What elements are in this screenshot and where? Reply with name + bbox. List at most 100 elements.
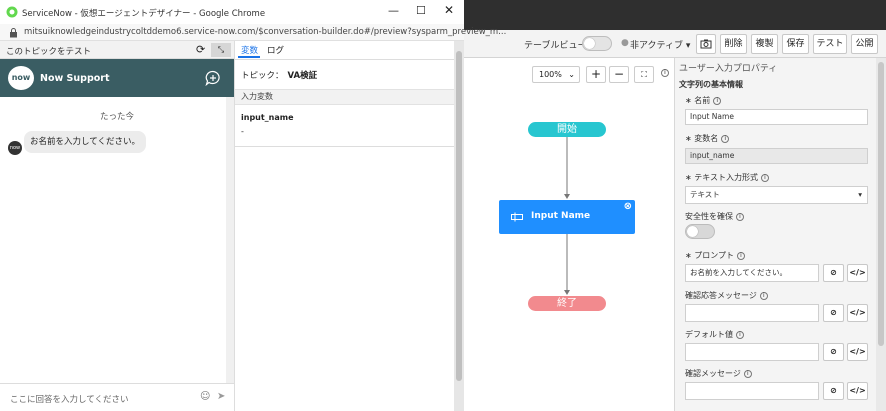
code-icon: </>: [849, 268, 866, 277]
publish-button[interactable]: 公開: [851, 34, 878, 54]
variable-value: -: [241, 127, 244, 136]
properties-section-title: 文字列の基本情報: [679, 80, 743, 89]
message-timestamp: たった今: [99, 112, 134, 122]
url-text: mitsuiknowledgeindustrycoltddemo6.servic…: [24, 27, 507, 37]
address-bar[interactable]: mitsuiknowledgeindustrycoltddemo6.servic…: [0, 24, 506, 41]
zoom-out-button[interactable]: −: [609, 66, 629, 83]
close-icon[interactable]: ⊗: [623, 201, 632, 212]
screenshot-button[interactable]: [696, 34, 716, 54]
info-icon[interactable]: i: [658, 68, 669, 78]
confirm-response-field[interactable]: [685, 304, 819, 322]
copy-button[interactable]: 複製: [751, 34, 778, 54]
default-code-button[interactable]: </>: [847, 343, 868, 361]
window-titlebar: ServiceNow - 仮想エージェントデザイナー - Google Chro…: [0, 0, 464, 24]
info-icon: i: [759, 291, 768, 300]
window-close-icon[interactable]: ✕: [444, 3, 455, 17]
table-view-toggle[interactable]: [582, 36, 612, 51]
tab-variables[interactable]: 変数: [241, 46, 259, 56]
chevron-down-icon: ⌄: [568, 70, 575, 79]
properties-title: ユーザー入力プロパティ: [679, 64, 778, 74]
input-name-node[interactable]: Input Name ⊗: [499, 200, 635, 234]
properties-scrollbar[interactable]: [876, 58, 886, 411]
pill-icon: ⊘: [830, 386, 837, 395]
zoom-in-button[interactable]: +: [586, 66, 606, 83]
input-node-label: Input Name: [531, 211, 591, 221]
pill-icon: ⊘: [830, 347, 837, 356]
tab-log[interactable]: ログ: [267, 46, 285, 56]
info-icon: i: [713, 96, 722, 105]
status-dropdown[interactable]: 非アクティブ ▾: [630, 41, 691, 51]
input-variables-section: 入力変数: [235, 89, 455, 105]
status-label: 非アクティブ: [630, 41, 684, 51]
info-icon: i: [736, 330, 744, 339]
fit-button[interactable]: ⛶: [634, 66, 654, 83]
confirm-response-code-button[interactable]: </>: [847, 304, 868, 322]
default-field[interactable]: [685, 343, 819, 361]
prompt-code-button[interactable]: </>: [847, 264, 868, 282]
prompt-field[interactable]: お名前を入力してください。: [685, 264, 819, 282]
fit-screen-icon: ⛶: [641, 70, 647, 79]
info-icon: i: [743, 369, 752, 378]
variables-panel: 変数 ログ トピック：VA検証 入力変数 input_name -: [234, 41, 455, 411]
confirm-field[interactable]: [685, 382, 819, 400]
maximize-icon[interactable]: ☐: [416, 4, 426, 17]
collapse-icon[interactable]: ⤡: [211, 43, 231, 57]
servicenow-favicon-icon: [6, 6, 18, 18]
name-field[interactable]: Input Name: [685, 109, 868, 125]
chat-scrollbar[interactable]: [226, 97, 234, 383]
minus-icon: −: [613, 67, 625, 81]
zoom-value: 100%: [539, 70, 562, 79]
chat-input[interactable]: ここに回答を入力してください ☺ ➤: [0, 383, 234, 411]
refresh-icon[interactable]: ⟳: [196, 43, 206, 56]
test-button[interactable]: テスト: [813, 34, 847, 54]
designer-toolbar: テーブルビュー ● 非アクティブ ▾ 削除 複製 保存 テスト 公開: [464, 30, 886, 58]
variable-name: input_name: [241, 113, 294, 122]
confirm-code-button[interactable]: </>: [847, 382, 868, 400]
end-node[interactable]: 終了: [528, 296, 606, 311]
lock-icon: [10, 28, 17, 38]
start-node[interactable]: 開始: [528, 122, 606, 137]
bot-message: お名前を入力してください。: [24, 131, 146, 153]
flow-canvas[interactable]: 100% ⌄ + − ⛶ i 開始 Input Name ⊗ 終了: [464, 58, 674, 411]
emoji-icon[interactable]: ☺: [200, 391, 211, 402]
confirm-response-pill-button[interactable]: ⊘: [823, 304, 844, 322]
chat-header: このトピックをテスト ⟳ ⤡: [0, 41, 234, 59]
flow-connectors: [564, 137, 570, 295]
delete-button[interactable]: 削除: [720, 34, 747, 54]
window-title: ServiceNow - 仮想エージェントデザイナー - Google Chro…: [22, 9, 266, 19]
bot-avatar: now: [8, 141, 22, 155]
new-chat-icon[interactable]: [205, 70, 221, 86]
pill-icon: ⊘: [830, 308, 837, 317]
send-icon[interactable]: ➤: [217, 391, 226, 402]
chat-input-placeholder: ここに回答を入力してください: [10, 395, 129, 405]
format-select[interactable]: テキスト ▾: [685, 186, 868, 204]
secure-toggle[interactable]: [685, 224, 715, 239]
text-input-icon: [511, 212, 523, 222]
info-icon: i: [721, 134, 730, 143]
pill-icon: ⊘: [830, 268, 837, 277]
confirm-pill-button[interactable]: ⊘: [823, 382, 844, 400]
variables-scrollbar[interactable]: [454, 41, 464, 411]
bot-name: Now Support: [40, 73, 110, 84]
default-pill-button[interactable]: ⊘: [823, 343, 844, 361]
plus-icon: +: [590, 67, 602, 81]
info-icon: i: [737, 251, 746, 260]
code-icon: </>: [849, 308, 866, 317]
info-icon: i: [761, 173, 770, 182]
chat-banner: now Now Support: [0, 59, 234, 97]
status-dot-icon: ●: [621, 38, 629, 48]
zoom-select[interactable]: 100% ⌄: [532, 66, 580, 83]
caret-down-icon: ▾: [858, 190, 862, 199]
format-value: テキスト: [690, 190, 720, 199]
prompt-pill-button[interactable]: ⊘: [823, 264, 844, 282]
save-button[interactable]: 保存: [782, 34, 809, 54]
varname-field: input_name: [685, 148, 868, 164]
chat-messages: たった今 now お名前を入力してください。: [0, 97, 234, 383]
info-icon: i: [736, 212, 744, 221]
minimize-icon[interactable]: —: [388, 4, 399, 17]
